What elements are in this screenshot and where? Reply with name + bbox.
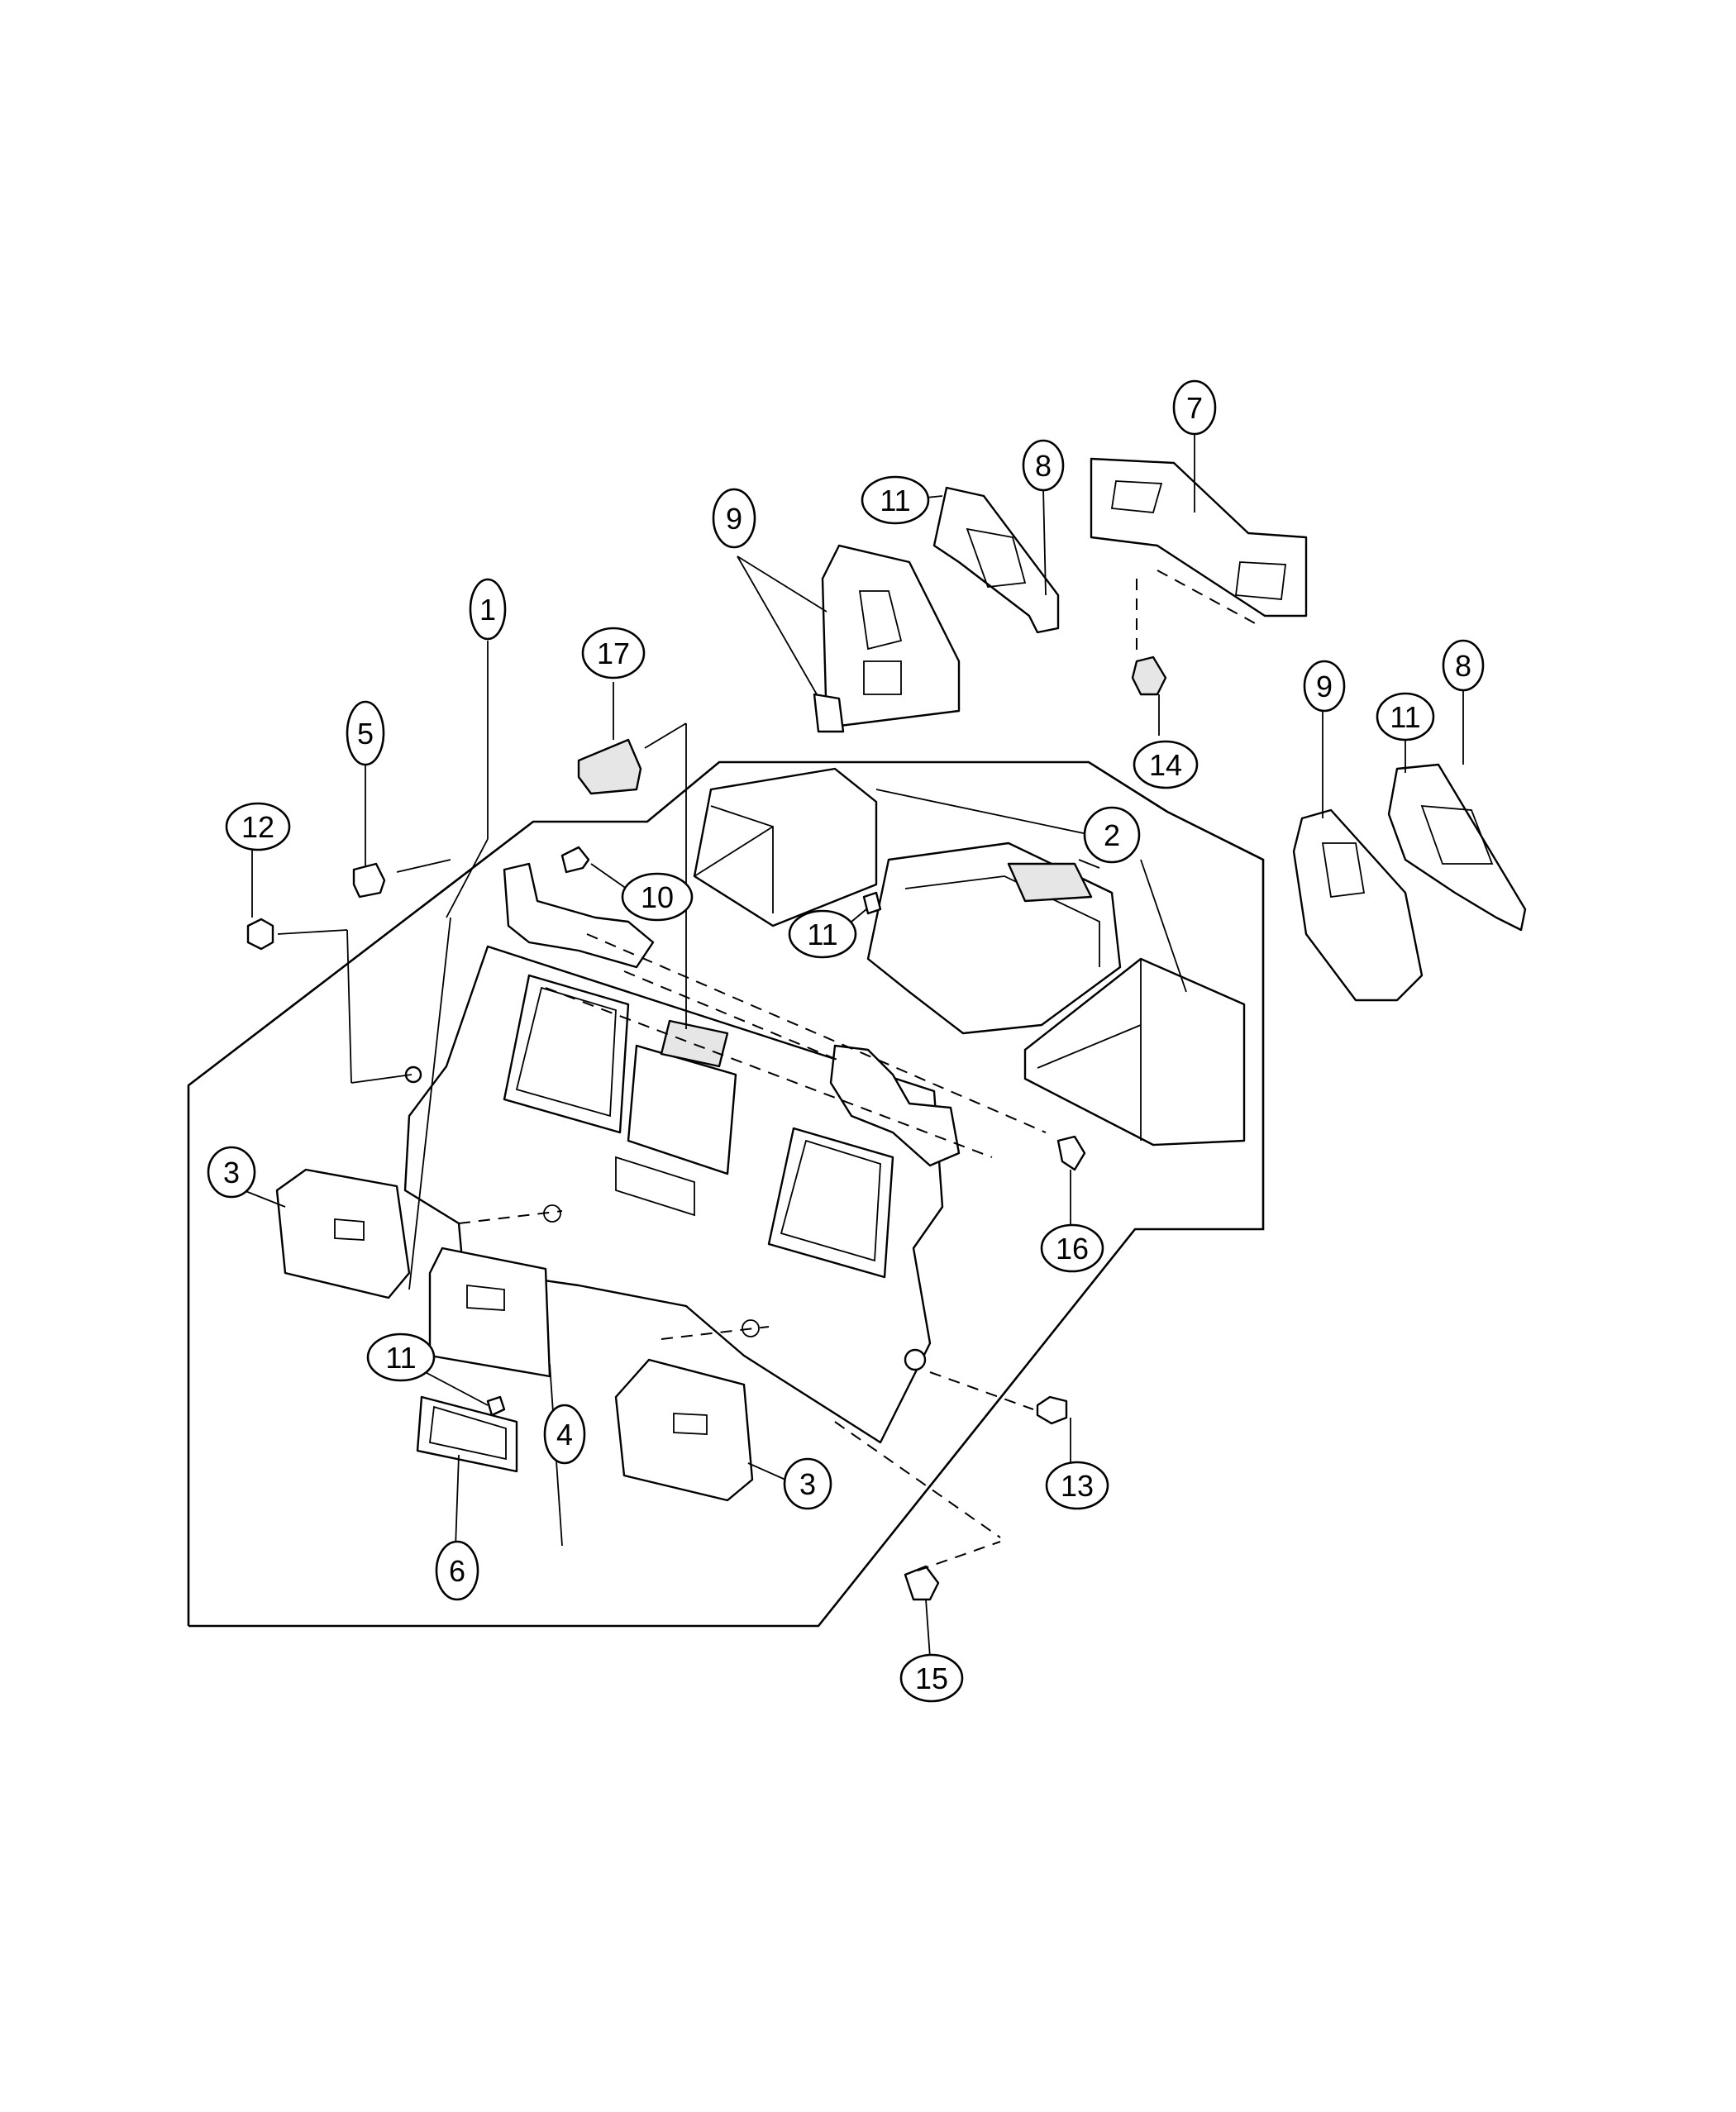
callout-11-lower: 11 [366, 1333, 436, 1382]
bezel-plate [1090, 457, 1308, 617]
screw-part-lower [486, 1395, 506, 1417]
callout-label: 5 [357, 717, 374, 751]
callout-17: 17 [581, 627, 646, 679]
plug-part [352, 862, 386, 899]
callout-9-upper: 9 [712, 488, 756, 549]
callout-11-center: 11 [788, 909, 857, 959]
callout-5: 5 [346, 700, 385, 766]
callout-11-upper: 11 [861, 475, 930, 525]
callout-3-left: 3 [207, 1146, 256, 1199]
push-pin-part [1036, 1395, 1068, 1425]
cover-part-right [614, 1358, 754, 1502]
clip-part [560, 846, 590, 874]
cap-part [904, 1565, 940, 1601]
callout-4: 4 [543, 1404, 586, 1465]
callout-label: 17 [597, 636, 630, 670]
callout-1: 1 [469, 578, 507, 641]
retainer-clip-part [1056, 1135, 1086, 1171]
callout-9-lower: 9 [1303, 660, 1346, 713]
callout-label: 11 [807, 918, 837, 951]
callout-label: 9 [726, 502, 742, 536]
callout-3-right: 3 [783, 1457, 832, 1510]
connector-part [1131, 656, 1167, 696]
main-console-panel [403, 862, 961, 1444]
callout-label: 16 [1056, 1232, 1089, 1266]
callout-label: 13 [1061, 1469, 1094, 1503]
callout-label: 10 [641, 880, 674, 914]
callout-label: 3 [223, 1156, 240, 1189]
insert-part [428, 1247, 551, 1378]
callout-14: 14 [1133, 740, 1199, 789]
callout-13: 13 [1045, 1461, 1109, 1510]
assembly-boundary [187, 760, 1265, 1628]
callout-7: 7 [1172, 379, 1217, 436]
callout-2: 2 [1083, 806, 1141, 864]
callout-label: 8 [1455, 649, 1471, 683]
callout-label: 15 [915, 1661, 948, 1695]
storage-bins [693, 767, 1246, 1147]
callout-12: 12 [225, 802, 291, 851]
pad-part [577, 738, 642, 795]
callout-label: 14 [1149, 748, 1182, 782]
callout-11-right: 11 [1376, 692, 1435, 741]
screw-part-center [862, 891, 882, 915]
dashed-lines [458, 570, 1257, 1571]
callout-15: 15 [899, 1653, 964, 1703]
side-trim-upper [813, 486, 1060, 733]
cover-part-left [275, 1168, 411, 1299]
callout-label: 11 [1390, 700, 1420, 734]
callout-label: 11 [880, 484, 910, 517]
callout-label: 1 [479, 593, 496, 627]
callout-label: 11 [385, 1341, 416, 1375]
callout-label: 9 [1316, 670, 1333, 703]
callout-8-lower: 8 [1442, 639, 1485, 692]
callout-label: 6 [449, 1554, 465, 1588]
callout-label: 2 [1104, 818, 1120, 852]
leader-lines [232, 434, 1464, 1658]
callout-label: 3 [799, 1467, 816, 1501]
callout-10: 10 [621, 872, 694, 922]
side-trim-lower [1292, 763, 1527, 1002]
callout-label: 8 [1035, 449, 1052, 483]
callout-16: 16 [1040, 1223, 1104, 1273]
callout-8-upper: 8 [1022, 439, 1065, 492]
callout-label: 4 [556, 1418, 573, 1452]
callout-label: 7 [1186, 391, 1203, 425]
callout-6: 6 [435, 1540, 479, 1601]
callout-label: 12 [241, 810, 274, 844]
nut-part [246, 918, 274, 951]
